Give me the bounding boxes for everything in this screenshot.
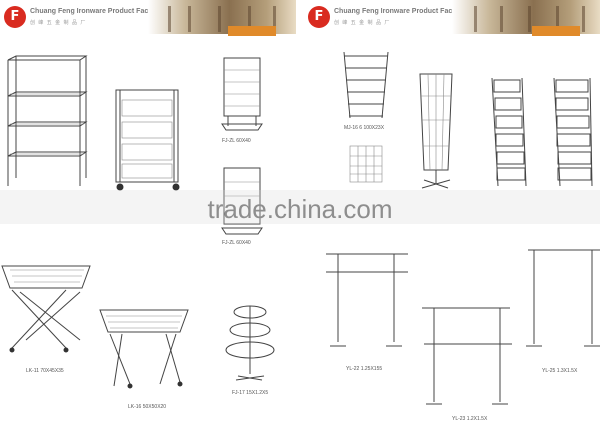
- catalog-panel-right: F Chuang Feng Ironware Product Factory 创…: [304, 0, 600, 446]
- factory-logo-icon: F: [308, 6, 330, 28]
- watermark-band: [0, 190, 600, 224]
- factory-logo-icon: F: [4, 6, 26, 28]
- company-name: Chuang Feng Ironware Product Factory: [30, 8, 162, 15]
- tier-basket-icon: [225, 305, 275, 381]
- brochure-rack-icon: [553, 77, 593, 187]
- hook-panel-icon: [221, 57, 263, 131]
- product-code: LK-16 50X50X20: [128, 404, 167, 410]
- company-subline: 创 峰 五 金 制 品 厂: [30, 20, 87, 26]
- hook-panel-icon: [221, 167, 263, 235]
- catalog-header: F Chuang Feng Ironware Product Factory 创…: [0, 0, 296, 36]
- wire-shelf-icon: [7, 55, 88, 186]
- garment-rail-icon: [526, 249, 600, 347]
- product-code: MJ-16 6 100X23X: [344, 125, 385, 131]
- product-code: FJ-17 15X1.2X5: [232, 390, 269, 396]
- product-code: FJ-ZL 60X40: [222, 138, 251, 144]
- garment-rail-icon: [326, 253, 408, 347]
- watermark: trade.china.com: [207, 194, 393, 224]
- product-code: FJ-ZL 60X40: [222, 240, 251, 246]
- spinner-rack-icon: [419, 73, 453, 189]
- company-name: Chuang Feng Ironware Product Factory: [334, 8, 466, 15]
- basket-cabinet-icon: [115, 89, 180, 191]
- series-tag: [532, 26, 580, 36]
- product-code: YL-25 1.3X1.5X: [542, 368, 578, 374]
- magazine-rack-icon: [343, 51, 389, 119]
- catalog-panel-left: F Chuang Feng Ironware Product Factory 创…: [0, 0, 296, 446]
- garment-rail-icon: [422, 307, 512, 405]
- grid-panel-icon: [349, 145, 383, 183]
- basket-stand-icon: [1, 265, 91, 353]
- series-tag: [228, 26, 276, 36]
- product-code: YL-22 1.25X155: [346, 366, 383, 372]
- product-code: YL-23 1.2X1.5X: [452, 416, 488, 422]
- brochure-rack-icon: [491, 77, 527, 187]
- company-subline: 创 峰 五 金 制 品 厂: [334, 20, 391, 26]
- product-code: LK-11 70X45X35: [26, 368, 64, 374]
- catalog-header: F Chuang Feng Ironware Product Factory 创…: [304, 0, 600, 36]
- basket-stand-icon: [99, 309, 189, 389]
